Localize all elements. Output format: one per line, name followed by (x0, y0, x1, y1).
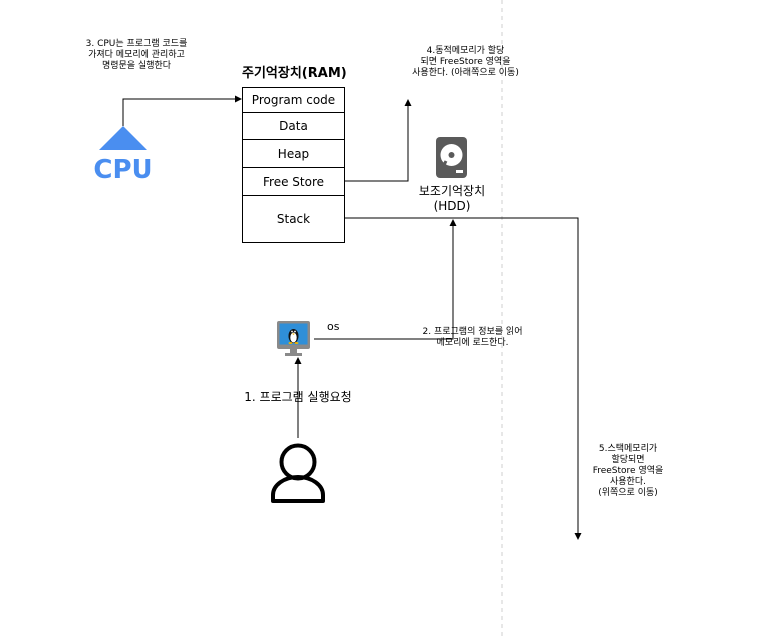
os-monitor-icon (277, 321, 310, 356)
ram-cell-heap: Heap (242, 139, 345, 168)
ram-cell-program-code: Program code (242, 87, 345, 113)
edge-os-to-hdd (314, 226, 454, 340)
user-icon (271, 443, 325, 503)
cpu-icon: CPU (93, 126, 153, 185)
arrowhead-stack-down (574, 533, 582, 540)
note-step5: 5.스택메모리가 할당되면 FreeStore 영역을 사용한다. (위쪽으로 … (592, 444, 664, 498)
cpu-label: CPU (93, 155, 152, 185)
hdd-icon (436, 137, 467, 178)
note-step4: 4.동적메모리가 할당 되면 FreeStore 영역을 사용한다. (아래쪽으… (412, 46, 519, 78)
arrowhead-user-to-os (294, 357, 302, 364)
edge-freestore-up (345, 106, 409, 182)
ram-title: 주기억장치(RAM) (242, 66, 347, 81)
arrowhead-cpu-to-ram (235, 95, 242, 103)
note-step3: 3. CPU는 프로그램 코드를 가져다 메모리에 관리하고 명령문을 실행한다 (85, 39, 188, 71)
hdd-label: 보조기억장치 (HDD) (418, 184, 486, 213)
note-step1: 1. 프로그램 실행요청 (244, 390, 352, 404)
edge-stack-down (345, 217, 579, 534)
note-step2: 2. 프로그램의 정보를 읽어 메모리에 로드한다. (422, 327, 523, 348)
ram-cell-data: Data (242, 112, 345, 140)
arrowhead-freestore-up (404, 99, 412, 106)
os-label: os (327, 320, 340, 333)
ram-cell-stack: Stack (242, 195, 345, 243)
edge-cpu-to-ram (122, 98, 236, 126)
ram-cell-free-store: Free Store (242, 167, 345, 196)
arrowhead-os-to-hdd (449, 219, 457, 226)
